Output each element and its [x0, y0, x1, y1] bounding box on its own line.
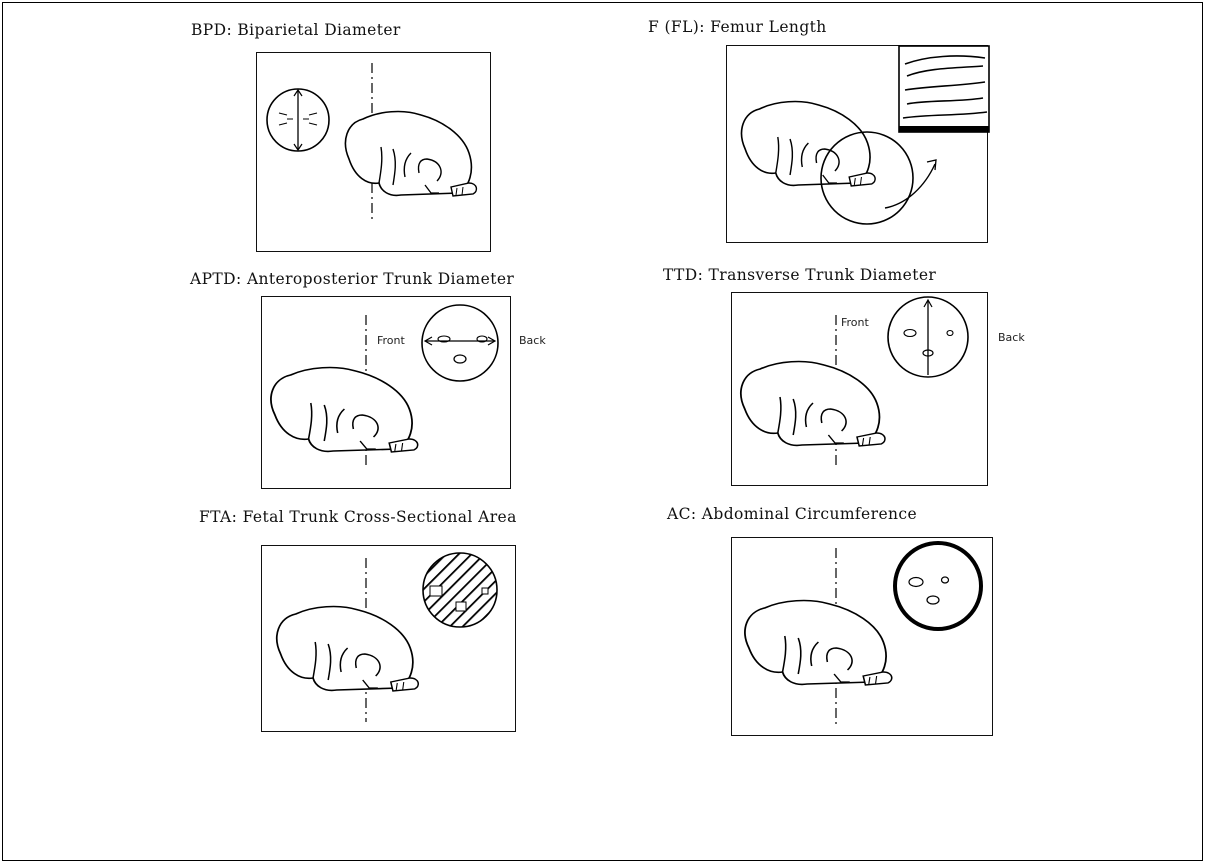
- aptd-caption: APTD: Anteroposterior Trunk Diameter: [190, 270, 514, 288]
- abdominal-circumference-outline: [895, 543, 981, 629]
- ttd-front-label: Front: [841, 316, 869, 329]
- fetus-outline: [742, 102, 876, 186]
- femur-callout-arrow: [885, 164, 935, 208]
- fta-illustration: [262, 546, 517, 733]
- aptd-panel: [261, 296, 511, 489]
- ac-illustration: [732, 538, 994, 737]
- fta-panel: [261, 545, 516, 732]
- aptd-front-label: Front: [377, 334, 405, 347]
- fetus-outline: [745, 601, 892, 685]
- fta-caption: FTA: Fetal Trunk Cross-Sectional Area: [199, 508, 517, 526]
- ac-caption: AC: Abdominal Circumference: [667, 505, 917, 523]
- fl-illustration: [727, 46, 989, 244]
- trunk-cross-section: [422, 305, 498, 381]
- bpd-illustration: [257, 53, 492, 253]
- bpd-panel: [256, 52, 491, 252]
- aptd-back-label: Back: [519, 334, 546, 347]
- ttd-caption: TTD: Transverse Trunk Diameter: [663, 266, 936, 284]
- fl-panel: [726, 45, 988, 243]
- fetus-outline: [271, 368, 418, 452]
- fetus-outline: [277, 607, 418, 691]
- ac-panel: [731, 537, 993, 736]
- ttd-back-label: Back: [998, 331, 1025, 344]
- bpd-caption: BPD: Biparietal Diameter: [191, 21, 401, 39]
- fetus-outline: [741, 362, 885, 446]
- fl-caption: F (FL): Femur Length: [648, 18, 827, 36]
- aptd-illustration: [262, 297, 512, 490]
- fetus-outline: [345, 112, 476, 196]
